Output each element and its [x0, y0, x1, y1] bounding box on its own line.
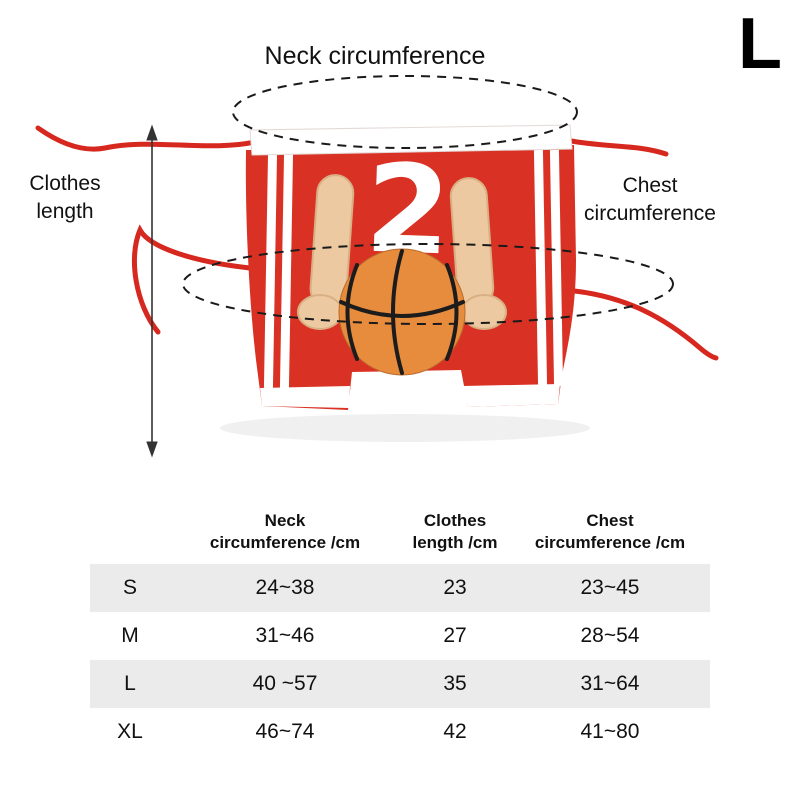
table-row-s: S 24~38 23 23~45: [90, 564, 710, 612]
row-neck: 40 ~57: [252, 672, 318, 695]
row-neck: 31~46: [255, 624, 315, 647]
row-size: L: [124, 672, 136, 695]
size-table: Neck circumference /cm Clothes length /c…: [90, 500, 710, 756]
length-arrow: [146, 124, 158, 458]
drawstring-right: [562, 287, 719, 361]
row-neck: 24~38: [255, 576, 315, 599]
basketball-seams: [339, 249, 465, 375]
table-row-xl: XL 46~74 42 41~80: [90, 708, 710, 756]
row-length: 27: [443, 624, 467, 647]
jersey-neck-trim: [249, 124, 573, 156]
basketball: [338, 248, 466, 376]
row-chest: 23~45: [580, 576, 640, 599]
size-badge: L: [738, 4, 782, 84]
drawstrings: [35, 125, 719, 361]
table-row-m: M 31~46 27 28~54: [90, 612, 710, 660]
neck-circumference-label: Neck circumference: [264, 42, 486, 70]
row-chest: 41~80: [580, 720, 640, 743]
costume-illustration: 2: [35, 75, 719, 458]
row-chest: 28~54: [580, 624, 640, 647]
header-chest: Chest circumference /cm: [534, 510, 686, 552]
row-size: S: [122, 576, 137, 599]
row-size: M: [121, 624, 139, 647]
neck-measure-ellipse: [232, 75, 578, 149]
jersey-side-stripes: [263, 149, 564, 389]
drawstring-left: [132, 224, 253, 335]
plush-arms: [297, 174, 507, 330]
shorts-hem-right: [463, 384, 560, 407]
chest-measure-ellipse: [182, 243, 674, 325]
table-row-l: L 40 ~57 35 31~64: [90, 660, 710, 708]
size-table-header: Neck circumference /cm Clothes length /c…: [90, 500, 710, 564]
paw-left: [297, 294, 343, 330]
row-length: 23: [443, 576, 467, 599]
row-length: 35: [443, 672, 467, 695]
chest-circumference-label: Chest circumference: [584, 174, 716, 226]
shorts-hem-left: [260, 386, 350, 408]
row-size: XL: [117, 720, 143, 743]
header-length: Clothes length /cm: [412, 510, 498, 552]
clothes-length-label: Clothes length: [29, 172, 101, 224]
drawstring-top-right: [563, 137, 669, 157]
ground-shadow: [220, 414, 590, 442]
row-length: 42: [443, 720, 467, 743]
drawstring-top-left: [35, 125, 258, 152]
row-neck: 46~74: [255, 720, 315, 743]
header-neck: Neck circumference /cm: [209, 510, 361, 552]
row-chest: 31~64: [580, 672, 640, 695]
